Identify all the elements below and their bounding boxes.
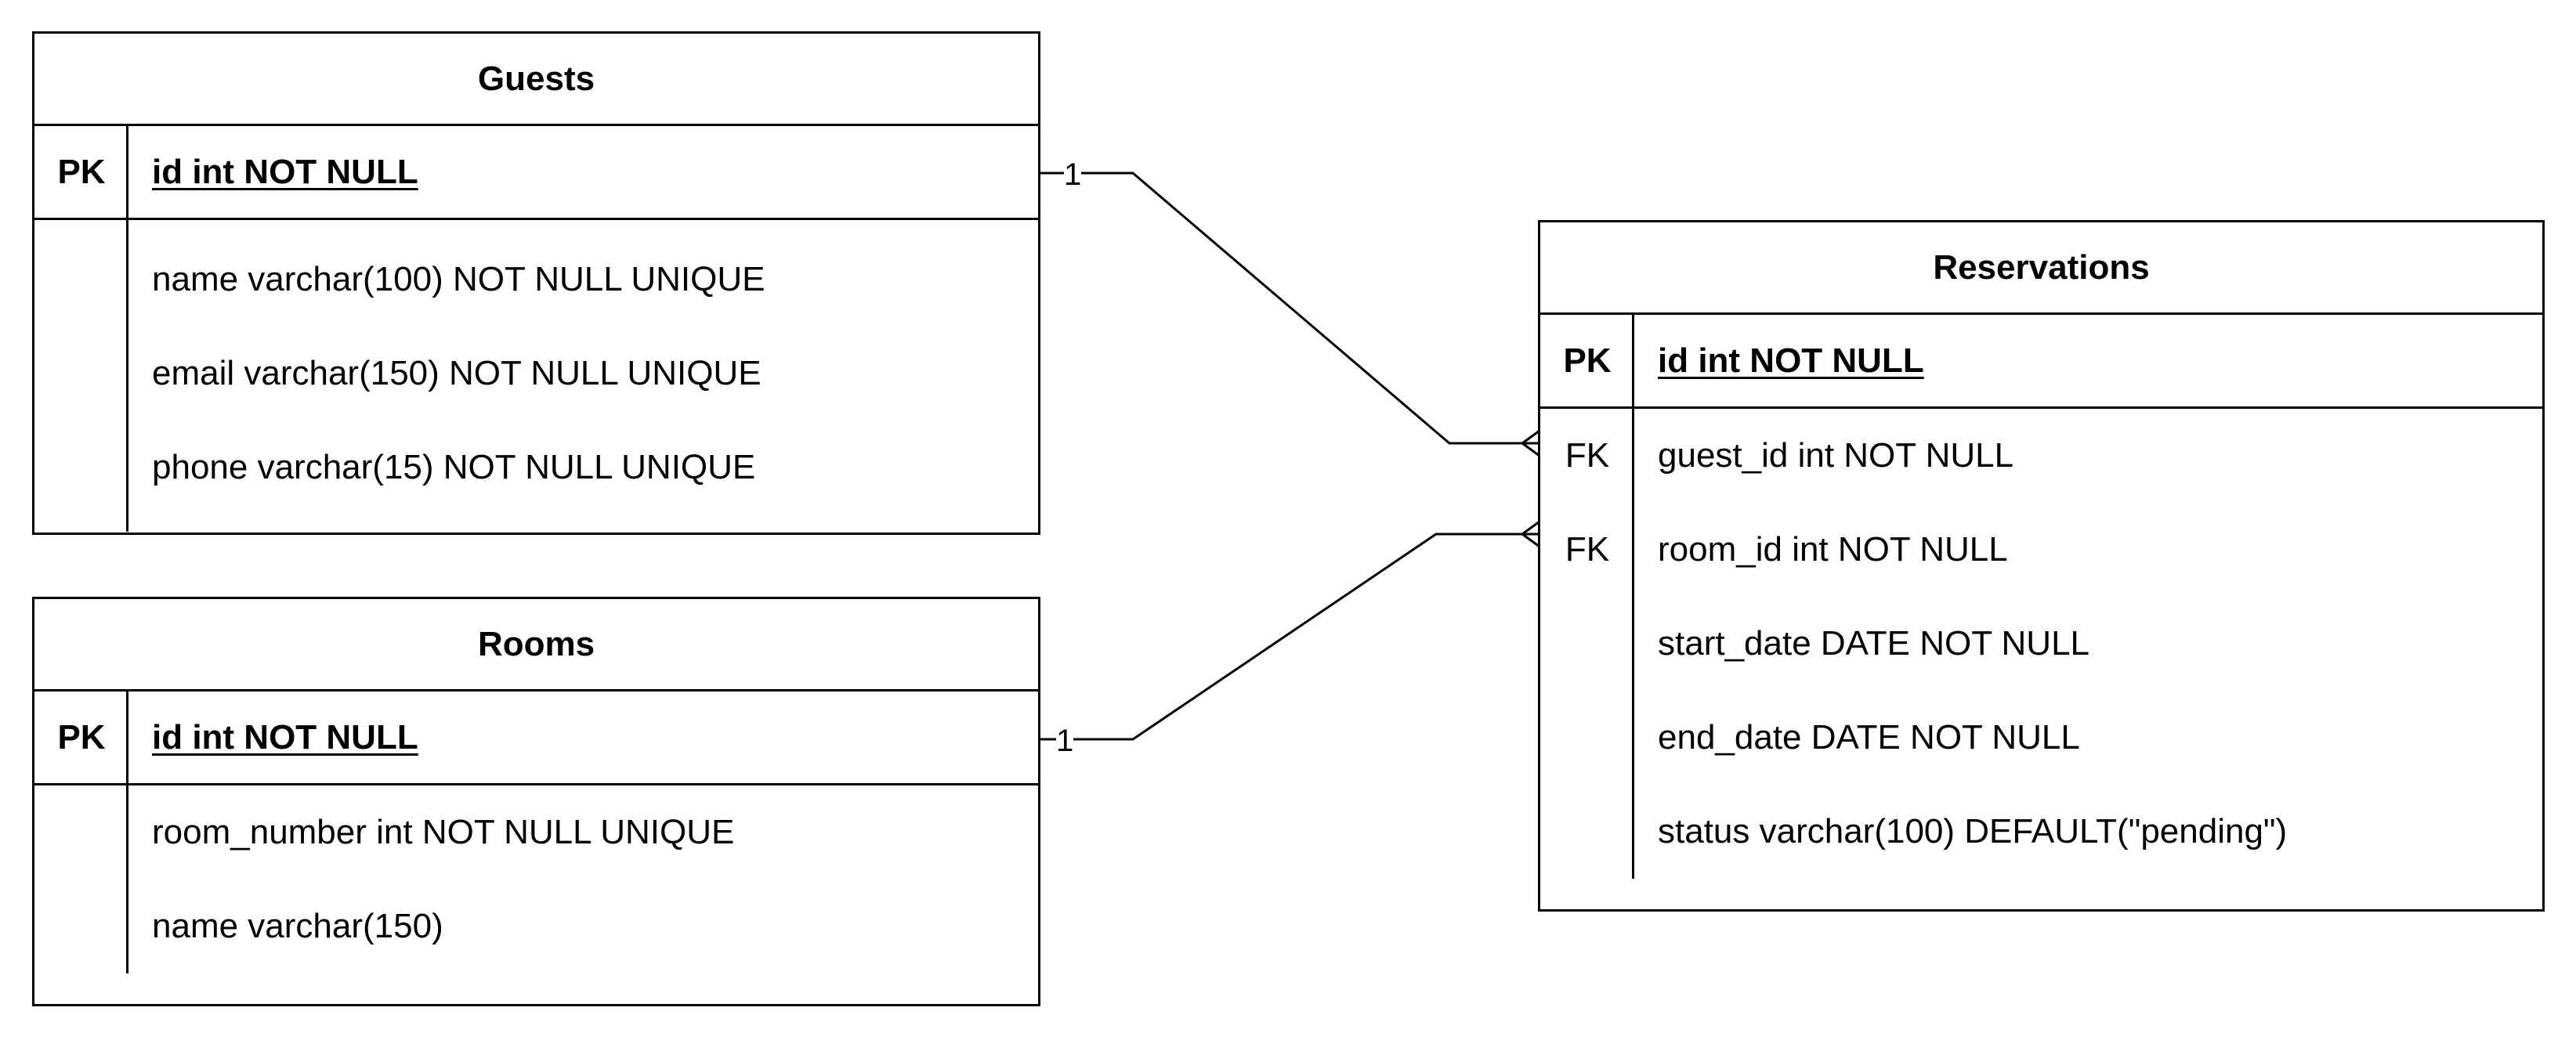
rooms-room-number-field: room_number int NOT NULL UNIQUE: [152, 813, 735, 851]
reservations-status-field: status varchar(100) DEFAULT("pending"): [1658, 812, 2288, 850]
rooms-table[interactable]: Rooms PK id int NOT NULL room_number int…: [32, 597, 1040, 1006]
reservations-title: Reservations: [1540, 222, 2542, 315]
guests-email-field: email varchar(150) NOT NULL UNIQUE: [152, 354, 762, 392]
fk-label: FK: [1565, 436, 1610, 475]
guests-id-field: id int NOT NULL: [152, 152, 418, 191]
reservations-field-row[interactable]: start_date DATE NOT NULL: [1540, 597, 2542, 691]
guests-table[interactable]: Guests PK id int NOT NULL name varchar(1…: [32, 31, 1040, 535]
guests-field-row[interactable]: phone varchar(15) NOT NULL UNIQUE: [34, 421, 1038, 515]
crowfoot-guest-icon: [1521, 429, 1540, 457]
pk-label: PK: [57, 152, 106, 191]
guests-phone-field: phone varchar(15) NOT NULL UNIQUE: [152, 448, 756, 486]
reservations-table[interactable]: Reservations PK id int NOT NULL FK guest…: [1538, 220, 2545, 912]
guests-field-row[interactable]: email varchar(150) NOT NULL UNIQUE: [34, 327, 1038, 421]
guests-title: Guests: [34, 34, 1038, 126]
reservations-fields: FK guest_id int NOT NULL FK room_id int …: [1540, 409, 2542, 879]
reservations-room-id-field: room_id int NOT NULL: [1658, 530, 2008, 569]
reservations-field-row[interactable]: FK guest_id int NOT NULL: [1540, 409, 2542, 503]
fk-label: FK: [1565, 530, 1610, 569]
rooms-id-field: id int NOT NULL: [152, 717, 418, 757]
reservations-field-row[interactable]: end_date DATE NOT NULL: [1540, 691, 2542, 785]
rooms-reservations-link: [1039, 533, 1538, 741]
rooms-pk-row[interactable]: PK id int NOT NULL: [34, 692, 1038, 785]
rooms-fields: room_number int NOT NULL UNIQUE name var…: [34, 785, 1038, 973]
reservations-guest-id-field: guest_id int NOT NULL: [1658, 436, 2014, 475]
rooms-field-row[interactable]: name varchar(150): [34, 879, 1038, 973]
guests-cardinality-label: 1: [1064, 157, 1082, 192]
reservations-field-row[interactable]: status varchar(100) DEFAULT("pending"): [1540, 785, 2542, 879]
rooms-cardinality-label: 1: [1056, 724, 1074, 758]
rooms-field-row[interactable]: room_number int NOT NULL UNIQUE: [34, 785, 1038, 879]
guests-fields: name varchar(100) NOT NULL UNIQUE email …: [34, 220, 1038, 532]
reservations-id-field: id int NOT NULL: [1658, 341, 1924, 380]
pk-label: PK: [57, 717, 106, 757]
guests-reservations-link: [1039, 172, 1538, 445]
guests-name-field: name varchar(100) NOT NULL UNIQUE: [152, 260, 765, 298]
crowfoot-room-icon: [1521, 520, 1540, 548]
reservations-start-date-field: start_date DATE NOT NULL: [1658, 624, 2090, 663]
reservations-end-date-field: end_date DATE NOT NULL: [1658, 718, 2080, 757]
pk-label: PK: [1563, 341, 1612, 380]
reservations-pk-row[interactable]: PK id int NOT NULL: [1540, 315, 2542, 409]
rooms-name-field: name varchar(150): [152, 907, 443, 945]
guests-field-row[interactable]: name varchar(100) NOT NULL UNIQUE: [34, 233, 1038, 327]
guests-pk-row[interactable]: PK id int NOT NULL: [34, 126, 1038, 220]
reservations-field-row[interactable]: FK room_id int NOT NULL: [1540, 503, 2542, 597]
rooms-title: Rooms: [34, 599, 1038, 692]
